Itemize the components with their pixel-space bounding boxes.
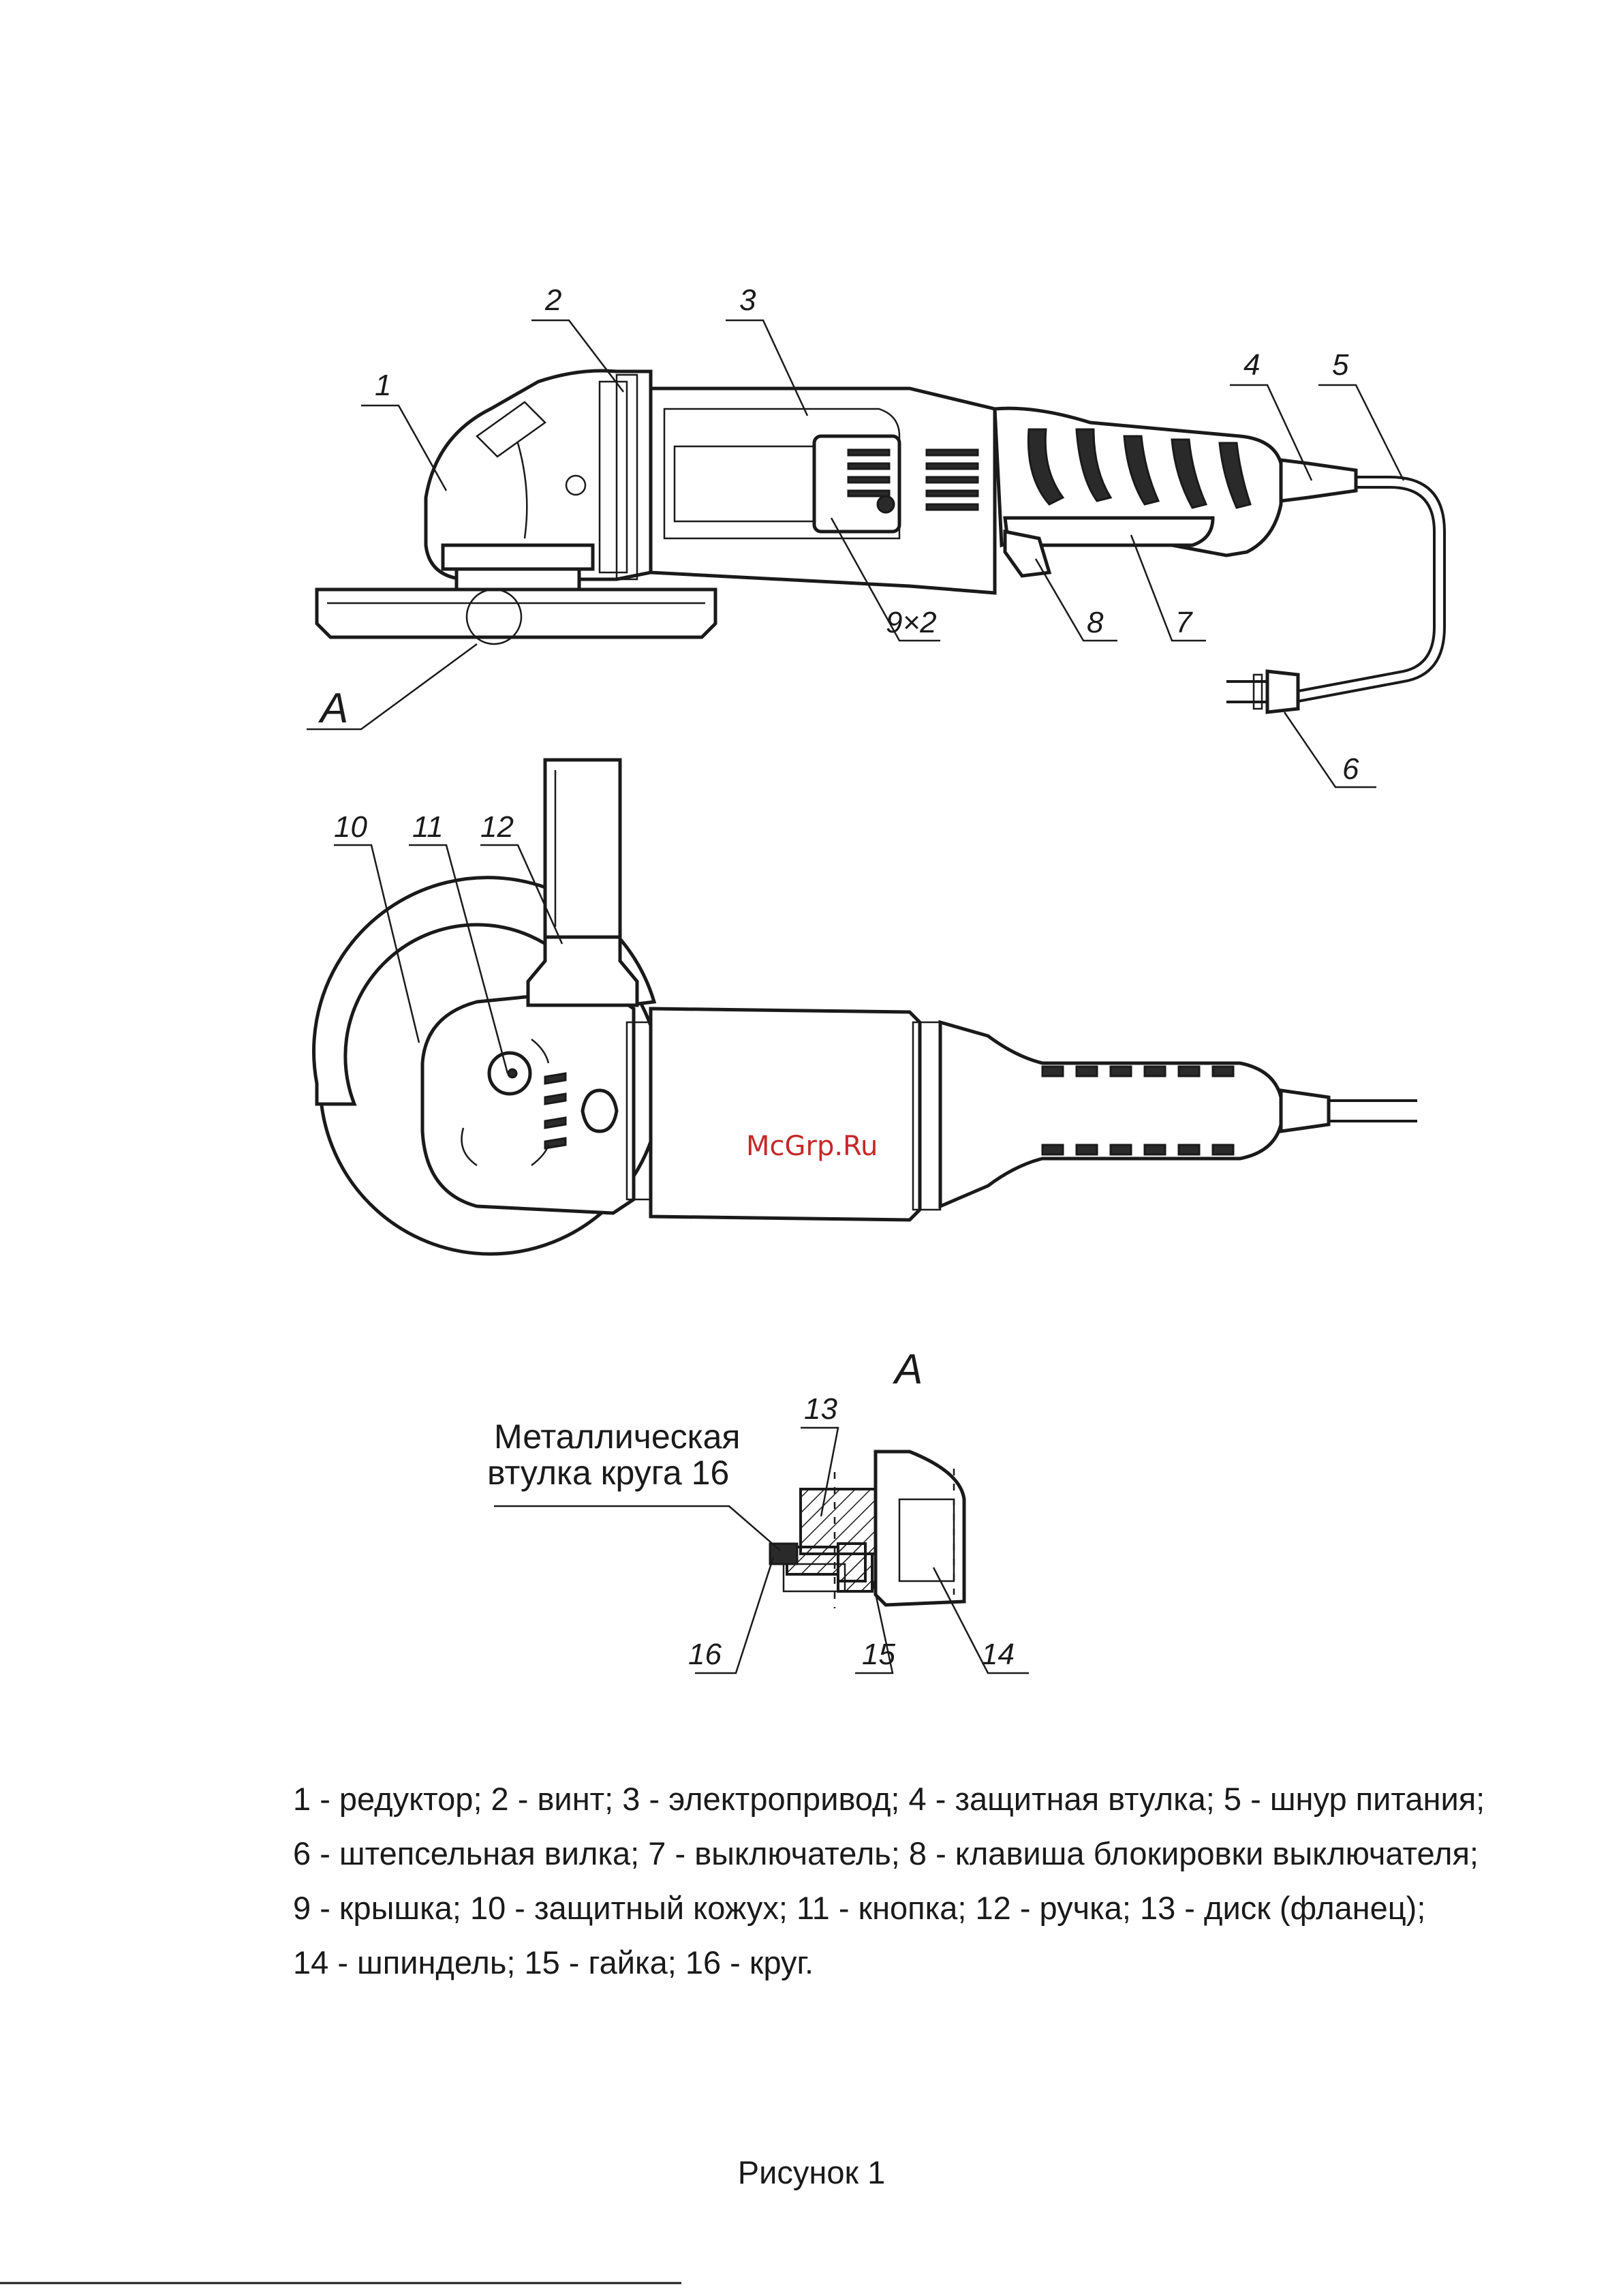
detail-note-line1: Металлическая — [494, 1418, 741, 1456]
detail-title: A — [892, 1346, 923, 1393]
detail-note-line2: втулка круга 16 — [487, 1454, 729, 1492]
callout-5: 5 — [1332, 348, 1349, 382]
callout-15: 15 — [862, 1638, 895, 1671]
callout-1: 1 — [375, 369, 391, 402]
callout-11: 11 — [412, 810, 444, 844]
callout-10: 10 — [334, 810, 367, 844]
grinder-side-view — [315, 369, 1446, 714]
top-grip — [1041, 1065, 1235, 1156]
callout-A: A — [318, 685, 348, 732]
callout-8: 8 — [1087, 606, 1104, 639]
callout-9x2: 9×2 — [886, 606, 937, 639]
callout-14: 14 — [981, 1638, 1015, 1671]
callout-4: 4 — [1243, 348, 1260, 382]
vent-slots — [847, 448, 979, 511]
detail-leaders — [494, 1426, 1029, 1674]
side-callouts: 1 2 3 4 5 9×2 8 7 6 A — [318, 284, 1359, 786]
detail-callouts: 13 16 15 14 — [688, 1392, 1015, 1671]
top-leaders — [334, 844, 563, 1074]
callout-13: 13 — [804, 1392, 837, 1426]
legend-line-2: 6 - штепсельная вилка; 7 - выключатель; … — [293, 1835, 1479, 1871]
legend-line-4: 14 - шпиндель; 15 - гайка; 16 - круг. — [293, 1944, 814, 1980]
callout-16: 16 — [688, 1638, 722, 1671]
grinder-top-view — [312, 758, 1417, 1256]
top-callouts: 10 11 12 — [334, 810, 514, 844]
callout-7: 7 — [1175, 606, 1193, 639]
callout-12: 12 — [480, 810, 514, 844]
legend-line-1: 1 - редуктор; 2 - винт; 3 - электроприво… — [293, 1781, 1485, 1817]
legend: 1 - редуктор; 2 - винт; 3 - электроприво… — [293, 1772, 1506, 1990]
figure-caption: Рисунок 1 — [737, 2154, 886, 2190]
legend-line-3: 9 - крышка; 10 - защитный кожух; 11 - кн… — [293, 1890, 1426, 1926]
callout-3: 3 — [739, 284, 756, 317]
callout-2: 2 — [544, 284, 561, 317]
callout-6: 6 — [1342, 752, 1359, 786]
side-leaders — [307, 319, 1405, 789]
watermark: McGrp.Ru — [746, 1131, 878, 1162]
handle-grip — [1027, 428, 1252, 509]
